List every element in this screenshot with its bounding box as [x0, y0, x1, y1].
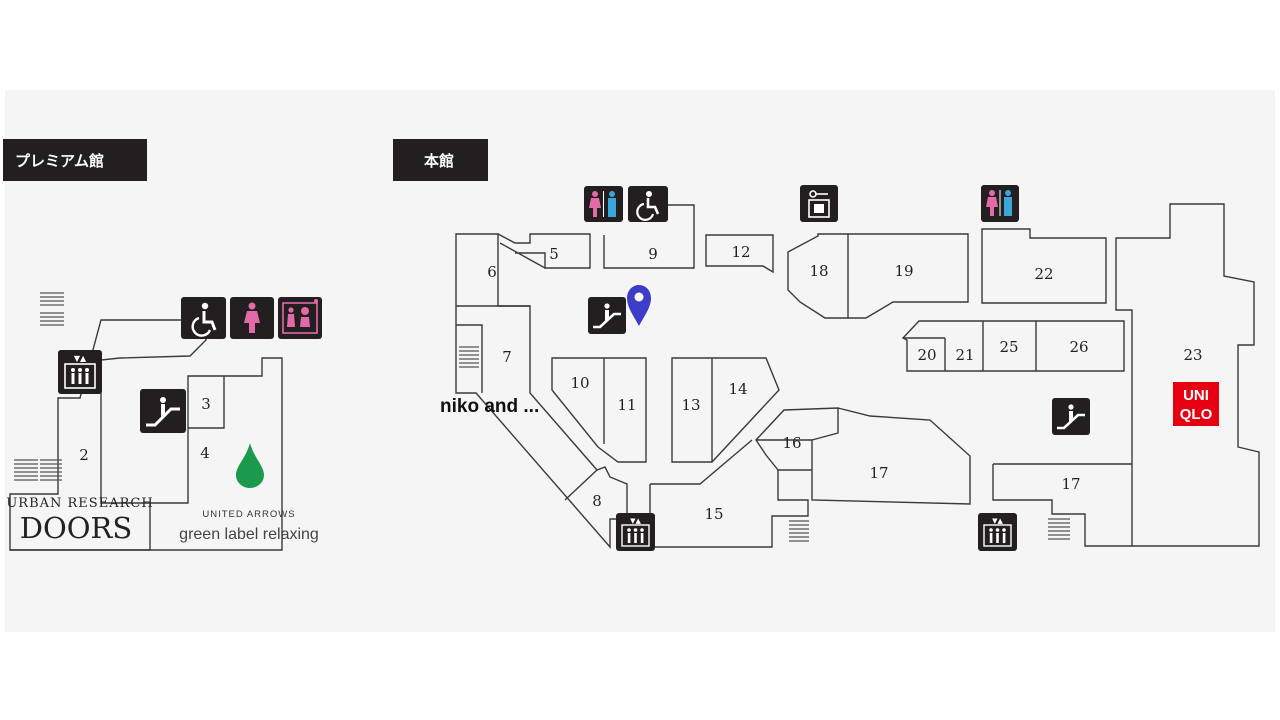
store-number[interactable]: 7 [502, 348, 512, 366]
wheelchair-icon[interactable] [181, 297, 226, 339]
svg-text:▼▲: ▼▲ [74, 354, 87, 363]
store-number[interactable]: 16 [782, 434, 801, 452]
store-number[interactable]: 3 [201, 395, 211, 413]
coin-locker-icon[interactable] [800, 185, 838, 222]
stairs-icon [1048, 518, 1070, 540]
main-store-numbers: 5 6 7 8 9 10 11 12 13 14 15 16 17 17 18 … [487, 243, 1202, 523]
store-number[interactable]: 25 [999, 338, 1018, 356]
store-number[interactable]: 12 [731, 243, 750, 261]
store-number[interactable]: 23 [1183, 346, 1202, 364]
premium-building-title: プレミアム館 [15, 152, 104, 170]
escalator-icon[interactable] [588, 297, 626, 334]
store-number[interactable]: 22 [1034, 265, 1053, 283]
store-number[interactable]: 17 [869, 464, 888, 482]
elevator-icon[interactable]: ▼▲ [616, 513, 655, 551]
store-number[interactable]: 18 [809, 262, 828, 280]
store-number[interactable]: 15 [704, 505, 723, 523]
svg-text:▼▲: ▼▲ [630, 517, 641, 525]
main-building-title: 本館 [424, 152, 454, 170]
stairs-icon [789, 520, 809, 542]
elevator-icon[interactable]: ▼▲ [58, 350, 102, 394]
location-pin-icon[interactable] [627, 285, 651, 326]
uniqlo-label-top: UNI [1183, 387, 1209, 404]
store-number[interactable]: 4 [200, 444, 210, 462]
store-number[interactable]: 14 [728, 380, 747, 398]
stairs-icon [14, 292, 1070, 542]
elevator-icon[interactable]: ▼▲ [978, 513, 1017, 551]
doors-label: DOORS [20, 511, 133, 545]
store-number[interactable]: 20 [917, 346, 936, 364]
stairs-icon [459, 346, 479, 368]
wheelchair-icon[interactable] [628, 186, 668, 222]
urban-research-doors-logo[interactable]: URBAN RESEARCH DOORS [6, 496, 153, 545]
restroom-icon[interactable] [584, 186, 623, 222]
store-number[interactable]: 8 [592, 492, 602, 510]
store-number[interactable]: 13 [681, 396, 700, 414]
store-number[interactable]: 9 [648, 245, 658, 263]
niko-and-logo[interactable]: niko and ... [440, 396, 539, 417]
premium-floor-walls [9, 319, 283, 551]
escalator-icon[interactable] [140, 389, 186, 433]
urban-research-label: URBAN RESEARCH [6, 496, 153, 511]
store-number[interactable]: 6 [487, 263, 497, 281]
store-number[interactable]: 19 [894, 262, 913, 280]
store-number[interactable]: 26 [1069, 338, 1088, 356]
premium-store-numbers: 2 3 4 [79, 395, 211, 464]
leaf-icon [236, 443, 264, 488]
premium-building-header: プレミアム館 [3, 139, 147, 181]
stairs-icon [40, 292, 64, 326]
store-number[interactable]: 5 [549, 245, 559, 263]
green-label-relaxing-logo[interactable]: UNITED ARROWS green label relaxing [179, 443, 319, 543]
uniqlo-logo[interactable]: UNI QLO [1173, 382, 1219, 426]
escalator-icon[interactable] [1052, 398, 1090, 435]
svg-text:▼▲: ▼▲ [992, 517, 1003, 525]
store-number[interactable]: 17 [1061, 475, 1080, 493]
united-arrows-label: UNITED ARROWS [202, 509, 295, 520]
store-number[interactable]: 11 [617, 396, 636, 414]
main-floor-walls [455, 203, 1260, 549]
stairs-icon [14, 459, 62, 481]
uniqlo-label-bottom: QLO [1180, 406, 1213, 423]
store-number[interactable]: 21 [955, 346, 974, 364]
women-restroom-icon[interactable] [230, 297, 274, 339]
store-number[interactable]: 10 [570, 374, 589, 392]
baby-care-icon[interactable] [278, 297, 322, 339]
green-label-relaxing-label: green label relaxing [179, 526, 319, 543]
main-building-header: 本館 [393, 139, 488, 181]
store-number[interactable]: 2 [79, 446, 89, 464]
restroom-icon[interactable] [981, 185, 1019, 222]
